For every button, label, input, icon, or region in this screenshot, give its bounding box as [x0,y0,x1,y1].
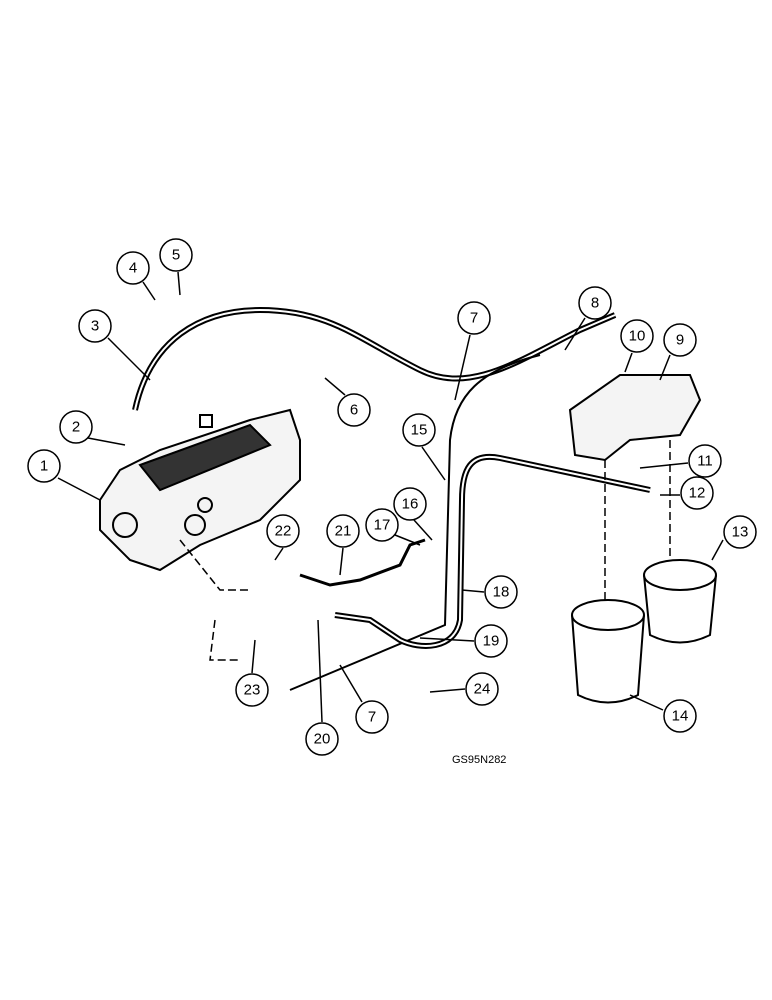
callout-circle [305,722,339,756]
callout-number: 5 [172,247,180,264]
callout-number: 22 [275,523,292,540]
callout-24: 24 [465,672,499,706]
callout-4: 4 [116,251,150,285]
callout-number: 21 [335,523,352,540]
callout-circle [578,286,612,320]
injection-pump [99,408,301,572]
callout-number: 10 [629,328,646,345]
callout-21: 21 [326,514,360,548]
callout-11: 11 [688,444,722,478]
callout-3: 3 [78,309,112,343]
callout-number: 13 [732,524,749,541]
callout-5: 5 [159,238,193,272]
callout-number: 8 [591,295,599,312]
callout-7: 7 [355,700,389,734]
callout-18: 18 [484,575,518,609]
callout-number: 20 [314,731,331,748]
callout-circle [326,514,360,548]
callout-19: 19 [474,624,508,658]
callout-13: 13 [723,515,757,549]
callout-number: 19 [483,633,500,650]
callout-number: 2 [72,419,80,436]
fuel-line-3 [132,306,617,411]
callout-10: 10 [620,319,654,353]
callout-20: 20 [305,722,339,756]
callout-12: 12 [680,476,714,510]
callout-number: 18 [493,584,510,601]
callout-number: 15 [411,422,428,439]
drawing-code: GS95N282 [452,754,507,766]
callout-circle [365,508,399,542]
callout-number: 9 [676,332,684,349]
callout-circle [235,673,269,707]
callout-9: 9 [663,323,697,357]
callout-1: 1 [27,449,61,483]
callout-2: 2 [59,410,93,444]
callout-number: 17 [374,517,391,534]
callout-number: 7 [368,709,376,726]
callout-circle [27,449,61,483]
fuel-filter-14 [571,599,645,704]
callout-22: 22 [266,514,300,548]
fuel-line-7 [289,354,541,691]
callout-number: 4 [129,260,137,277]
callout-circle [680,476,714,510]
callout-circle [355,700,389,734]
callout-8: 8 [578,286,612,320]
callout-circle [116,251,150,285]
callout-circle [484,575,518,609]
callout-6: 6 [337,393,371,427]
callout-circle [688,444,722,478]
callout-circle [402,413,436,447]
callout-15: 15 [402,413,436,447]
callout-number: 6 [350,402,358,419]
callout-number: 23 [244,682,261,699]
filter-head [568,374,702,462]
callout-17: 17 [365,508,399,542]
callout-number: 7 [470,310,478,327]
callout-23: 23 [235,673,269,707]
callout-circle [474,624,508,658]
callout-number: 24 [474,681,491,698]
fuel-line-21 [299,538,426,587]
callout-circle [337,393,371,427]
callout-number: 12 [689,485,706,502]
callout-number: 14 [672,708,689,725]
callout-circle [78,309,112,343]
callout-14: 14 [663,699,697,733]
callout-circle [663,699,697,733]
callout-circle [465,672,499,706]
callout-circle [393,487,427,521]
callout-circle [266,514,300,548]
callout-number: 11 [697,453,713,470]
callout-number: 3 [91,318,99,335]
callout-circle [59,410,93,444]
callout-number: 1 [40,458,48,475]
callout-16: 16 [393,487,427,521]
fuel-filter-13 [643,559,717,644]
callout-circle [723,515,757,549]
callout-circle [663,323,697,357]
callout-number: 16 [402,496,419,513]
callout-circle [457,301,491,335]
callout-circle [620,319,654,353]
callout-circle [159,238,193,272]
callout-7: 7 [457,301,491,335]
